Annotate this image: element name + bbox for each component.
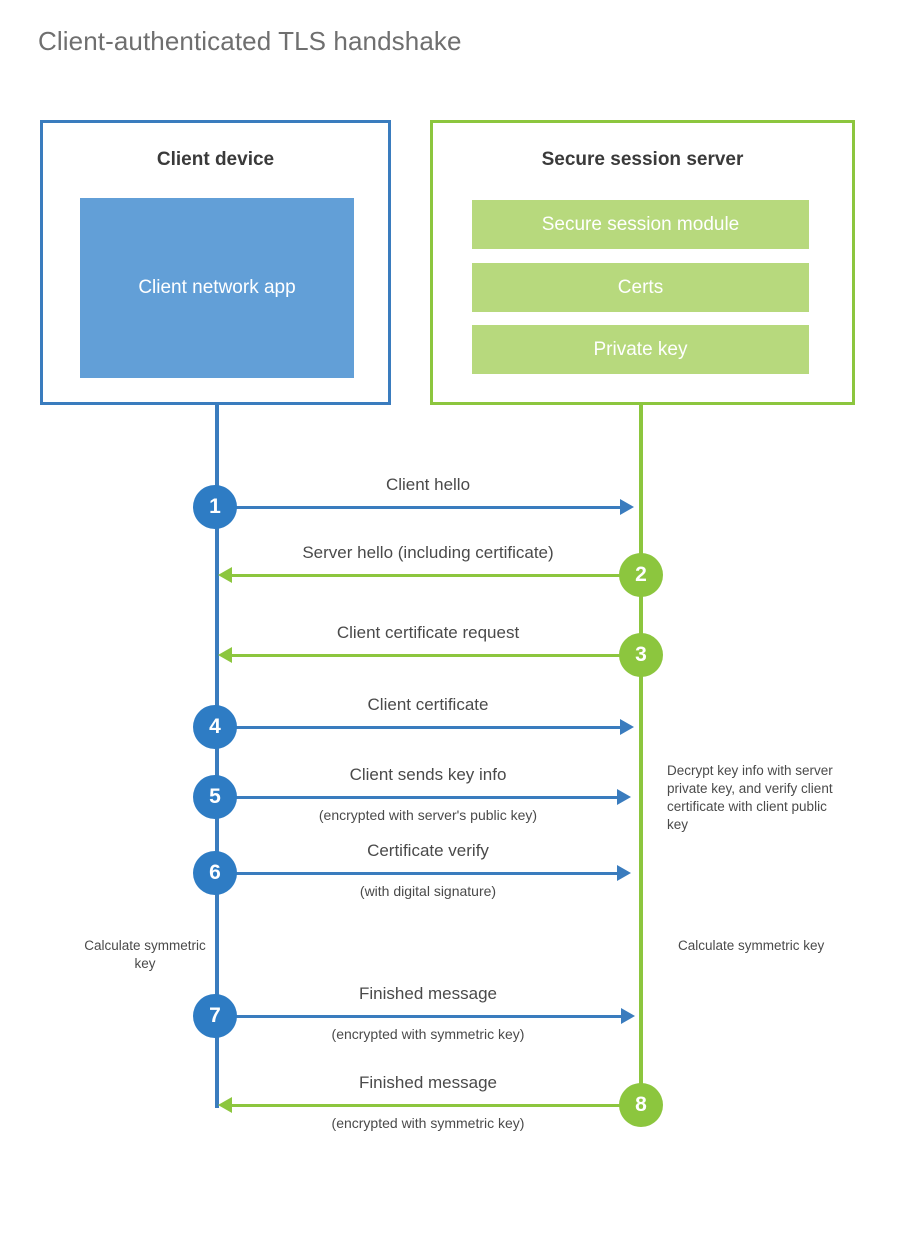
message-arrow-shaft-4 xyxy=(217,726,620,729)
arrow-head-left-icon xyxy=(218,1097,232,1113)
client-network-app-block: Client network app xyxy=(80,198,354,378)
server-calculate-symmetric-key-annotation: Calculate symmetric key xyxy=(678,938,825,953)
message-arrow-shaft-5 xyxy=(217,796,617,799)
client-lifeline xyxy=(215,403,219,1108)
step-circle-6: 6 xyxy=(193,851,237,895)
message-arrow-shaft-8 xyxy=(232,1104,639,1107)
page-title: Client-authenticated TLS handshake xyxy=(38,26,462,56)
step-circle-1: 1 xyxy=(193,485,237,529)
message-label-7: Finished message xyxy=(359,984,497,1003)
secure-session-server-title: Secure session server xyxy=(541,149,744,170)
step-circle-8: 8 xyxy=(619,1083,663,1127)
message-label-3: Client certificate request xyxy=(336,623,520,642)
client-device-title: Client device xyxy=(156,149,275,170)
server-decrypt-annotation: Decrypt key info with server private key… xyxy=(667,763,833,832)
server-component-private-key: Private key xyxy=(472,325,809,374)
message-arrow-shaft-3 xyxy=(232,654,639,657)
message-sublabel-6: (with digital signature) xyxy=(359,883,497,899)
message-arrow-shaft-2 xyxy=(232,574,639,577)
client-calculate-symmetric-key-annotation: Calculate symmetric key xyxy=(84,938,206,971)
message-label-5: Client sends key info xyxy=(349,765,507,784)
step-circle-2: 2 xyxy=(619,553,663,597)
message-arrow-shaft-7 xyxy=(217,1015,621,1018)
client-device-box: Client device Client network app xyxy=(40,120,391,405)
arrow-head-right-icon xyxy=(617,789,631,805)
message-arrow-shaft-6 xyxy=(217,872,617,875)
step-circle-5: 5 xyxy=(193,775,237,819)
arrow-head-right-icon xyxy=(617,865,631,881)
step-circle-3: 3 xyxy=(619,633,663,677)
step-circle-4: 4 xyxy=(193,705,237,749)
secure-session-server-box: Secure session server Secure session mod… xyxy=(430,120,855,405)
message-label-2: Server hello (including certificate) xyxy=(302,543,554,562)
step-circle-7: 7 xyxy=(193,994,237,1038)
message-sublabel-7: (encrypted with symmetric key) xyxy=(331,1026,525,1042)
arrow-head-right-icon xyxy=(620,719,634,735)
arrow-head-right-icon xyxy=(621,1008,635,1024)
arrow-head-left-icon xyxy=(218,567,232,583)
message-arrow-shaft-1 xyxy=(217,506,620,509)
message-label-6: Certificate verify xyxy=(367,841,489,860)
message-label-4: Client certificate xyxy=(367,695,489,714)
message-label-1: Client hello xyxy=(385,475,471,494)
arrow-head-left-icon xyxy=(218,647,232,663)
message-label-8: Finished message xyxy=(359,1073,497,1092)
message-sublabel-8: (encrypted with symmetric key) xyxy=(331,1115,525,1131)
message-sublabel-5: (encrypted with server's public key) xyxy=(318,807,538,823)
server-component-secure-session-module: Secure session module xyxy=(472,200,809,249)
arrow-head-right-icon xyxy=(620,499,634,515)
server-lifeline xyxy=(639,403,643,1105)
server-component-certs: Certs xyxy=(472,263,809,312)
